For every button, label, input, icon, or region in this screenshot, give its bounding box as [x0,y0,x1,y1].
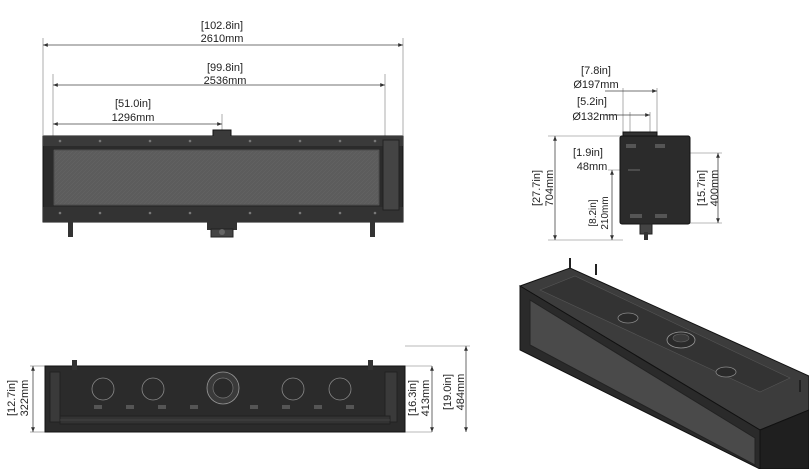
box-mm: 400mm [709,170,721,207]
flue-offset-mm: 48mm [577,161,608,173]
flue-outer-in: [7.8in] [581,65,611,77]
center-mm: 1296mm [112,112,155,124]
overall-width-mm: 2610mm [201,33,244,45]
depth-in: [12.7in] [6,380,18,416]
glass-panel [53,149,380,206]
depth3-mm: 484mm [455,374,467,411]
bottom-rail [43,207,403,222]
flue-inner-mm: Ø132mm [572,111,617,123]
leg-mm: 210mm [600,196,611,229]
height-mm: 704mm [544,170,556,207]
glass-width-mm: 2536mm [204,75,247,87]
side-bracket [382,139,400,211]
gas-valve [207,222,237,230]
flue-offset-in: [1.9in] [573,147,603,159]
flue-inner-in: [5.2in] [577,96,607,108]
leg-in: [8.2in] [588,199,599,226]
iso-side-face [759,409,809,469]
leg-left [68,222,73,237]
glass-width-in: [99.8in] [207,62,243,74]
side-view: [7.8in] Ø197mm [5.2in] Ø132mm [1.9in] 48… [531,65,722,241]
depth2-in: [16.3in] [407,380,419,416]
leg-right [370,222,375,237]
front-view: [102.8in] 2610mm [99.8in] 2536mm [51.0in… [42,20,404,238]
box-in: [15.7in] [696,170,708,206]
flue-outer-mm: Ø197mm [573,79,618,91]
depth-mm: 322mm [19,380,31,417]
center-in: [51.0in] [115,98,151,110]
side-body [619,135,691,225]
depth2-mm: 413mm [420,380,432,417]
height-in: [27.7in] [531,170,543,206]
overall-width-in: [102.8in] [201,20,243,32]
isometric-view [518,258,809,469]
top-view: [12.7in] 322mm [16.3in] 413mm [19.0in] 4… [6,345,470,433]
depth3-in: [19.0in] [442,374,454,410]
top-rail [43,136,403,146]
iso-glass [529,299,756,466]
